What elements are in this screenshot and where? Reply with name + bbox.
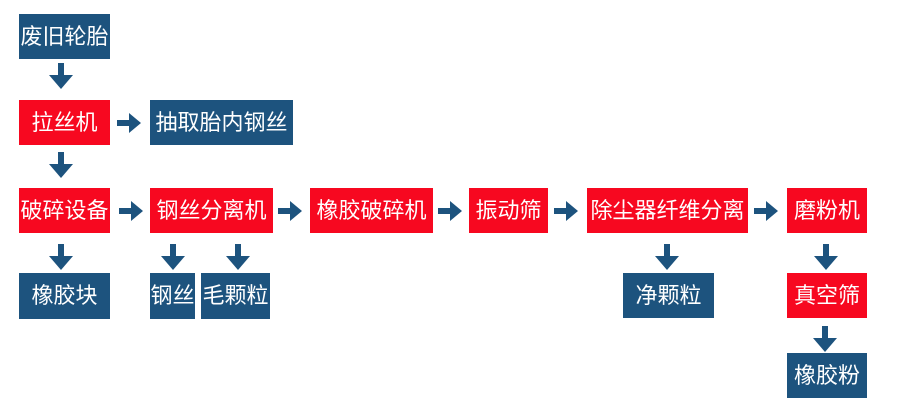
arrow-right-icon [119, 201, 143, 221]
flow-node-label: 废旧轮胎 [20, 23, 109, 49]
flow-node-dust-collector-fiber-separation: 除尘器纤维分离 [587, 188, 748, 233]
flow-node-label: 钢丝 [150, 283, 195, 308]
flow-node-grinding-machine: 磨粉机 [787, 188, 867, 233]
flow-node-label: 橡胶块 [31, 283, 98, 308]
flow-node-vibrating-screen: 振动筛 [469, 188, 548, 233]
arrow-right-icon [117, 113, 141, 133]
flow-node-label: 拉丝机 [31, 109, 98, 135]
arrow-right-icon [554, 201, 578, 221]
flow-node-label: 毛颗粒 [202, 283, 269, 308]
flow-node-wire-drawing-machine: 拉丝机 [19, 100, 110, 145]
flow-node-coarse-granules: 毛颗粒 [201, 273, 270, 319]
flow-node-extract-tire-steel-wire: 抽取胎内钢丝 [150, 100, 293, 145]
flow-node-label: 抽取胎内钢丝 [155, 109, 288, 135]
flow-node-vacuum-screen: 真空筛 [787, 273, 867, 318]
arrow-down-icon [226, 244, 250, 270]
arrow-down-icon [49, 244, 73, 270]
arrow-right-icon [754, 201, 778, 221]
flow-node-waste-tires: 废旧轮胎 [19, 14, 110, 59]
flow-node-label: 破碎设备 [20, 197, 109, 223]
arrow-down-icon [814, 244, 838, 270]
flow-node-steel-wire-separator: 钢丝分离机 [150, 188, 273, 233]
flow-node-label: 钢丝分离机 [156, 197, 267, 223]
arrow-down-icon [49, 152, 73, 178]
arrow-right-icon [278, 201, 302, 221]
flow-node-label: 振动筛 [475, 197, 542, 223]
flow-node-label: 橡胶粉 [793, 362, 860, 388]
arrow-down-icon [813, 326, 837, 352]
flow-node-steel-wire: 钢丝 [150, 273, 195, 319]
arrow-right-icon [438, 201, 462, 221]
arrow-down-icon [49, 63, 73, 89]
flow-node-label: 除尘器纤维分离 [590, 197, 745, 223]
flow-node-rubber-blocks: 橡胶块 [19, 273, 110, 319]
flow-node-label: 净颗粒 [635, 282, 702, 308]
arrow-down-icon [655, 244, 679, 270]
flow-node-label: 橡胶破碎机 [316, 197, 427, 223]
flow-node-crushing-equipment: 破碎设备 [19, 188, 110, 233]
flow-node-rubber-powder: 橡胶粉 [787, 353, 867, 398]
flow-node-label: 磨粉机 [793, 197, 860, 223]
flow-node-clean-granules: 净颗粒 [623, 273, 714, 318]
flow-node-label: 真空筛 [793, 282, 860, 308]
flow-node-rubber-crusher: 橡胶破碎机 [310, 188, 433, 233]
arrow-down-icon [161, 244, 185, 270]
